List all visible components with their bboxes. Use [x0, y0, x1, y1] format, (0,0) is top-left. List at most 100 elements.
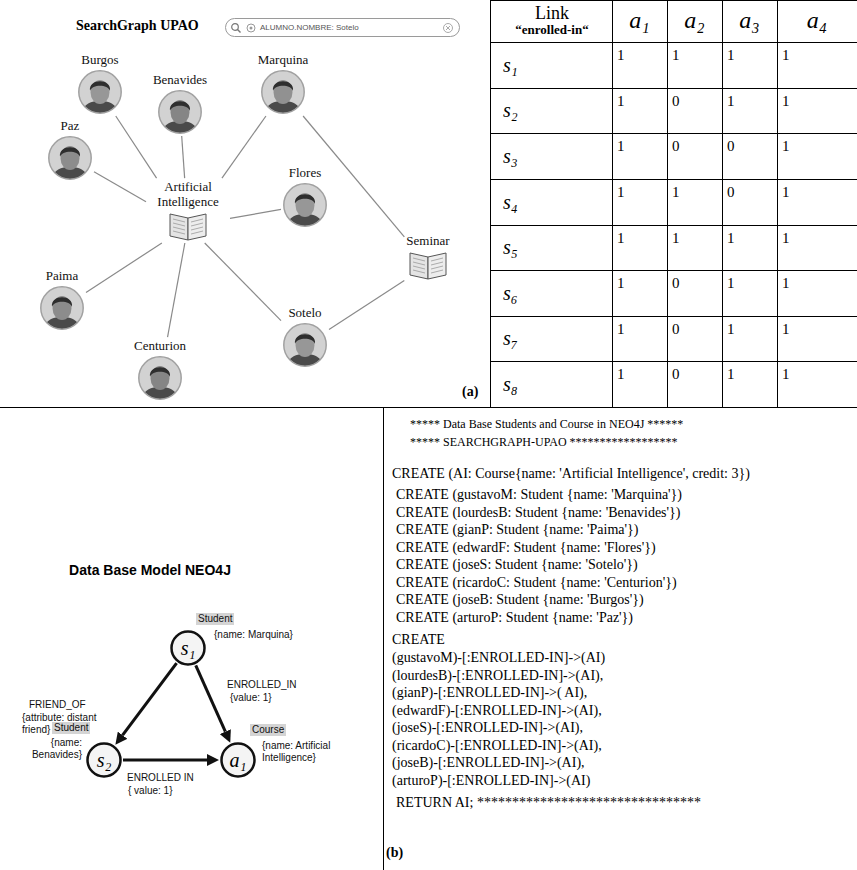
photo-outline	[284, 324, 326, 366]
code-line: ***** Data Base Students and Course in N…	[410, 418, 683, 432]
row-header: s₇	[503, 327, 518, 350]
student-node: Benavides	[153, 73, 207, 134]
enrollment-link	[116, 116, 157, 178]
table-cell: 1	[617, 321, 625, 338]
photo	[40, 286, 84, 330]
code-line: (lourdesB)-[:ENROLLED-IN]->(AI),	[392, 668, 603, 684]
relation-attribute: {attribute: distant friend}	[22, 712, 106, 736]
column-header: a₂	[684, 7, 704, 35]
enrollment-link	[168, 243, 185, 337]
code-line: CREATE (joseB: Student {name: 'Burgos'})	[396, 592, 644, 608]
table-cell: 1	[672, 230, 680, 247]
table-cell: 1	[617, 93, 625, 110]
table-rule	[490, 42, 857, 43]
photo-outline	[159, 91, 201, 133]
table-rule	[490, 316, 857, 317]
row-header: s₁	[503, 54, 518, 77]
enrollment-link	[230, 209, 281, 218]
graph-node: s₂Student{name: Benavides}	[86, 742, 122, 778]
code-line: (edwardF)-[:ENROLLED-IN]->(AI),	[392, 703, 602, 719]
search-box: ALUMNO.NOMBRE: Sotelo	[225, 18, 460, 37]
node-type: Course	[250, 724, 286, 736]
table-rule	[490, 0, 857, 1]
photo-outline	[139, 357, 181, 399]
photo-hair	[273, 81, 293, 91]
figure-title: SearchGraph UPAO	[76, 18, 199, 34]
table-cell: 1	[672, 47, 680, 64]
column-header: a₄	[807, 7, 827, 35]
photo	[138, 356, 182, 400]
photo-ground	[48, 136, 92, 180]
course-name: Artificial Intelligence	[148, 180, 228, 211]
node-symbol: s₂	[97, 750, 112, 770]
table-cell: 1	[782, 366, 790, 383]
student-photo	[138, 356, 182, 400]
code-line: CREATE (joseS: Student {name: 'Sotelo'})	[396, 557, 638, 573]
enrollment-link	[182, 136, 185, 178]
table-cell: 1	[617, 47, 625, 64]
table-cell: 1	[727, 230, 735, 247]
code-line: (joseS)-[:ENROLLED-IN]->(AI),	[392, 720, 583, 736]
table-header: Link	[535, 3, 569, 24]
photo	[78, 70, 122, 114]
table-cell: 1	[782, 138, 790, 155]
node-symbol: s₁	[181, 638, 196, 658]
field-icon	[250, 27, 253, 30]
graph-node: a₁Course{name: Artificial Intelligence}	[220, 742, 256, 778]
photo-face	[273, 80, 292, 104]
node-property: {name: Marquina}	[214, 629, 293, 641]
code-line: CREATE (ricardoC: Student {name: 'Centur…	[396, 575, 677, 591]
photo-hair	[295, 194, 315, 204]
student-photo	[48, 136, 92, 180]
table-cell: 1	[617, 138, 625, 155]
student-photo	[261, 70, 305, 114]
table-cell: 1	[617, 230, 625, 247]
photo	[283, 323, 327, 367]
photo-face	[171, 100, 190, 124]
code-line: CREATE (gianP: Student {name: 'Paima'})	[396, 522, 638, 538]
table-cell: 1	[782, 47, 790, 64]
course-node: Artificial Intelligence	[148, 180, 228, 241]
search-query: ALUMNO.NOMBRE: Sotelo	[260, 23, 439, 32]
photo	[158, 90, 202, 134]
enrollment-link	[205, 243, 281, 321]
table-cell: 0	[672, 366, 680, 383]
student-photo	[283, 323, 327, 367]
enrollment-link	[329, 280, 404, 329]
row-header: s₅	[503, 236, 518, 259]
magnifier	[238, 30, 241, 33]
table-rule	[490, 179, 857, 180]
student-name: Burgos	[81, 53, 118, 70]
photo-face	[151, 366, 170, 390]
table-cell: 0	[672, 93, 680, 110]
table-cell: 1	[782, 275, 790, 292]
table-rule	[777, 0, 778, 407]
relationship-label: ENROLLED IN	[126, 772, 195, 784]
student-node: Flores	[283, 166, 327, 227]
student-node: Marquina	[258, 53, 309, 114]
table-cell: 1	[727, 321, 735, 338]
photo-face	[91, 80, 110, 104]
photo-outline	[79, 71, 121, 113]
student-name: Paz	[61, 119, 80, 136]
photo-hair	[52, 297, 72, 307]
code-line: (joseB)-[:ENROLLED-IN]->(AI),	[392, 755, 585, 771]
table-cell: 1	[782, 184, 790, 201]
table-cell: 1	[727, 275, 735, 292]
code-line: ***** SEARCHGRAPH-UPAO *****************…	[410, 436, 678, 450]
node-property: {name: Artificial Intelligence}	[262, 740, 380, 764]
enrollment-link	[86, 243, 162, 292]
photo-ground	[283, 183, 327, 227]
code-line: (ricardoC)-[:ENROLLED-IN]->(AI),	[392, 738, 602, 754]
code-line: CREATE (gustavoM: Student {name: 'Marqui…	[396, 487, 682, 503]
table-rule	[490, 361, 857, 362]
table-rule	[490, 133, 857, 134]
clear-icon	[446, 26, 450, 30]
table-cell: 1	[617, 275, 625, 292]
node-circle-outline	[172, 632, 205, 665]
photo-hair	[150, 367, 170, 377]
code-line: CREATE (lourdesB: Student {name: 'Benavi…	[396, 505, 680, 521]
student-name: Marquina	[258, 53, 309, 70]
photo-face	[53, 296, 72, 320]
